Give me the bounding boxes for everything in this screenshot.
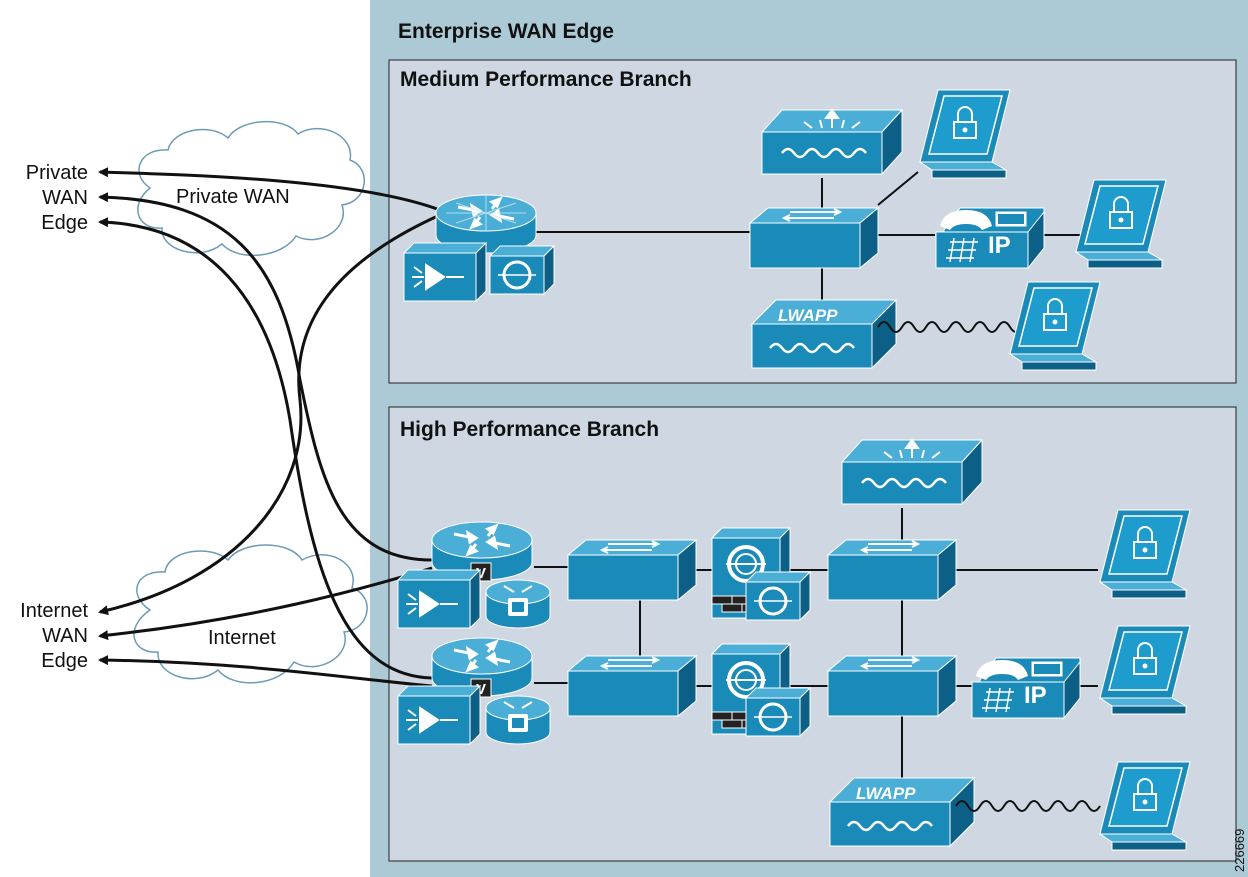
high-branch-switch-1 [567, 539, 697, 601]
figure-id: 226669 [1232, 829, 1247, 872]
high-branch-waas-1-icon [397, 569, 481, 629]
high-router2-to-private-wan [98, 217, 433, 680]
high-branch-title: High Performance Branch [400, 418, 659, 441]
private-edge-label-1: Private [26, 162, 88, 184]
high-branch-module-2-icon [744, 686, 812, 738]
medium-branch-switch [749, 207, 879, 269]
high-branch-panel [388, 406, 1237, 862]
medium-branch-phone-ip-label: IP [988, 232, 1011, 259]
wan-links [98, 167, 441, 688]
private-wan-cloud-label: Private WAN [176, 186, 290, 208]
high-branch-links [534, 508, 1098, 778]
high-branch-ap-label: LWAPP [856, 784, 916, 803]
high-branch-router-2-badge-text: V [476, 681, 486, 698]
internet-edge-label-2: WAN [42, 625, 88, 647]
high-branch-wireless-link [955, 800, 1101, 812]
high-branch-controller [840, 438, 984, 506]
enterprise-title: Enterprise WAN Edge [398, 20, 614, 43]
high-branch-module-1-icon [744, 570, 812, 622]
medium-branch-ap-label: LWAPP [778, 306, 838, 325]
medium-branch-links [530, 171, 1080, 300]
high-branch-switch-4 [827, 655, 957, 717]
private-edge-label-2: WAN [42, 187, 88, 209]
high-branch-switch-2 [567, 655, 697, 717]
medium-branch-waas-icon [403, 242, 487, 302]
private-edge-label-3: Edge [41, 212, 88, 234]
medium-branch-title: Medium Performance Branch [400, 68, 692, 91]
high-router2-to-internet-wan [98, 655, 433, 688]
internet-cloud-label: Internet [208, 627, 276, 649]
internet-edge-label-3: Edge [41, 650, 88, 672]
high-branch-phone-ip-label: IP [1024, 682, 1047, 709]
high-branch-voice-gateway-2-icon [485, 695, 551, 745]
medium-router-to-internet-wan [98, 213, 441, 616]
high-branch-switch-3 [827, 539, 957, 601]
high-branch-voice-gateway-1-icon [485, 579, 551, 629]
medium-branch-module-icon [488, 244, 556, 296]
high-router1-to-private-wan [98, 192, 433, 562]
medium-router-to-private-wan-1 [98, 167, 441, 212]
medium-branch-controller [760, 108, 904, 176]
internet-edge-label-1: Internet [20, 600, 88, 622]
medium-branch-wireless-link [877, 321, 1023, 333]
private-wan-cloud [137, 121, 365, 257]
high-branch-waas-2-icon [397, 685, 481, 745]
high-branch-router-1-badge-text: V [476, 565, 486, 582]
